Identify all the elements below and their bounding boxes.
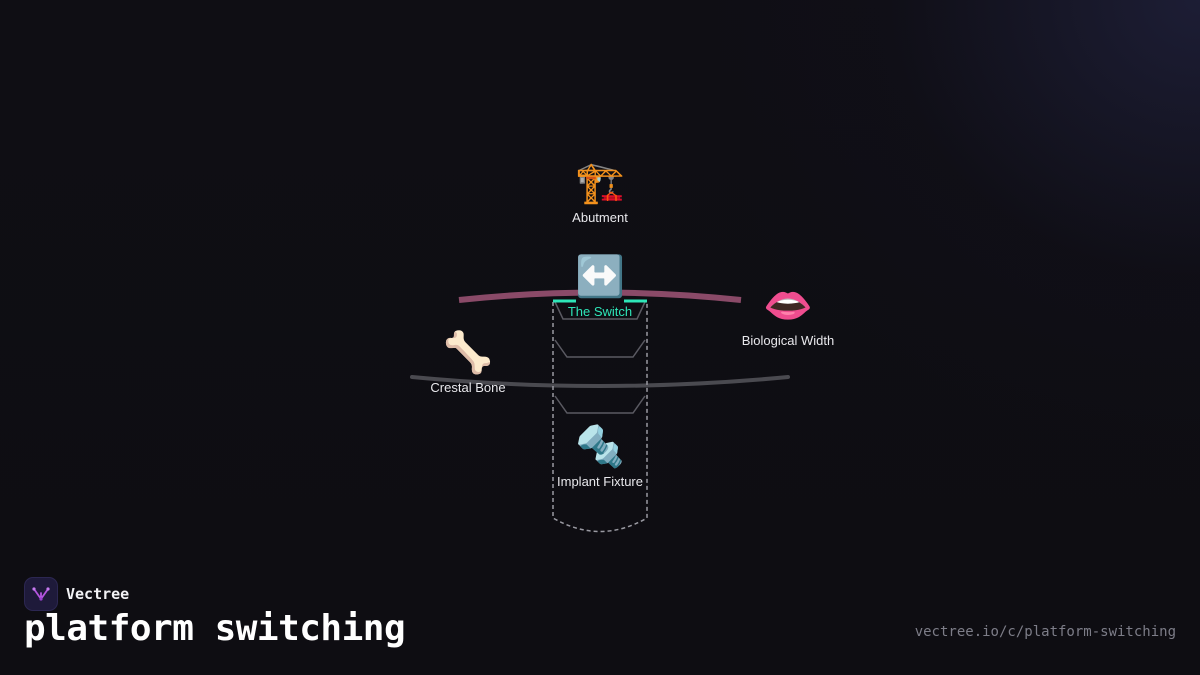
soft-tissue-arc <box>458 289 742 303</box>
crestal-bone-label: Crestal Bone <box>430 380 506 395</box>
implant-thread-top <box>554 301 646 320</box>
page-url[interactable]: vectree.io/c/platform-switching <box>914 624 1176 640</box>
implant-fixture-label: Implant Fixture <box>557 474 643 489</box>
abutment-node: 🏗️ Abutment <box>572 160 628 225</box>
left-right-arrow-icon: ↔️ <box>575 254 625 300</box>
implant-thread-middle <box>554 339 646 358</box>
biological-width-label: Biological Width <box>741 333 835 348</box>
crestal-bone-line <box>410 375 790 388</box>
brand: Vectree <box>24 577 129 611</box>
crestal-bone-node: 🦴 Crestal Bone <box>430 330 505 395</box>
vectree-logo-icon <box>24 577 58 611</box>
switch-node: ↔️ The Switch <box>568 254 632 319</box>
page-title: platform switching <box>24 608 406 649</box>
nut-and-bolt-icon: 🔩 <box>575 424 625 470</box>
implant-thread-bottom <box>554 395 646 414</box>
bone-icon: 🦴 <box>443 330 493 376</box>
abutment-label: Abutment <box>572 210 628 225</box>
implant-fixture-node: 🔩 Implant Fixture <box>557 424 643 489</box>
switch-label: The Switch <box>567 304 633 319</box>
crane-icon: 🏗️ <box>575 160 625 206</box>
brand-name: Vectree <box>66 585 130 603</box>
implant-outline <box>552 302 648 533</box>
biological-width-node: 👄 Biological Width <box>742 283 835 348</box>
lips-icon: 👄 <box>763 283 813 329</box>
